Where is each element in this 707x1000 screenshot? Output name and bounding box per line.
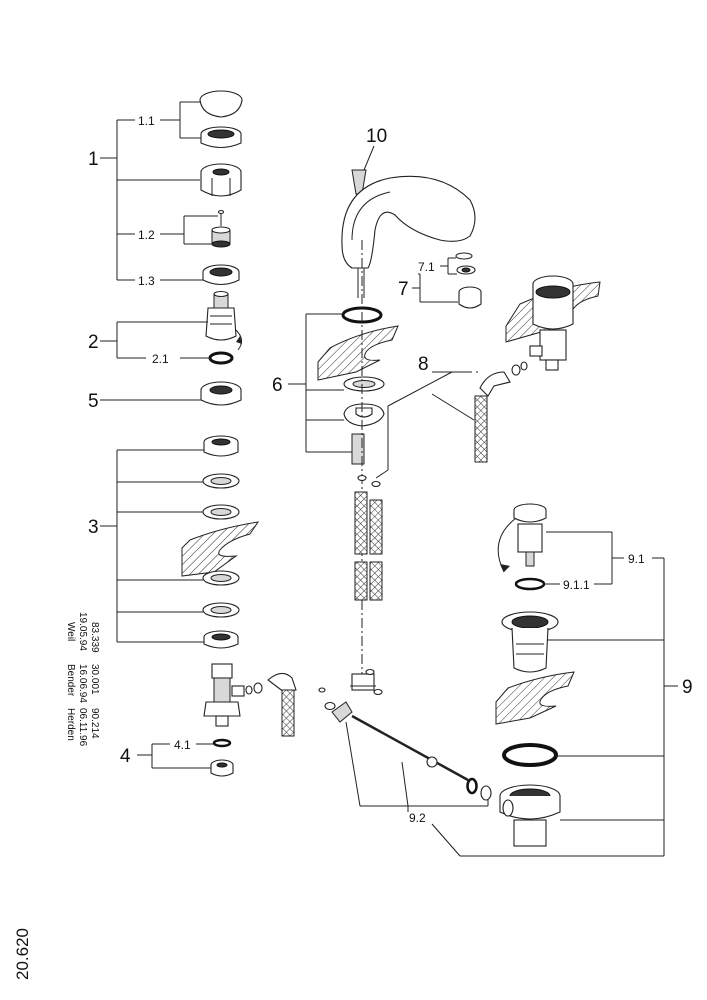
aerator-part bbox=[455, 252, 482, 309]
linkage-clamp-part bbox=[351, 668, 383, 696]
document-number: 20.620 bbox=[13, 928, 32, 980]
rev1-number: 83.339 bbox=[89, 622, 100, 653]
washer-3c-part bbox=[202, 504, 240, 520]
spout-washer-part bbox=[343, 376, 385, 392]
washer-3b-part bbox=[202, 473, 240, 489]
nut-part bbox=[202, 264, 240, 286]
callout-9-2: 9.2 bbox=[409, 811, 426, 825]
countertop-section-drain bbox=[495, 671, 575, 725]
pivot-rod-part bbox=[351, 714, 469, 782]
callout-8: 8 bbox=[418, 354, 429, 375]
sleeve-part bbox=[351, 433, 365, 465]
washer-3d-part bbox=[202, 570, 240, 586]
right-valve-assembly bbox=[474, 275, 601, 463]
pivot-nut-part bbox=[331, 701, 353, 723]
o-ring-4-1-part bbox=[212, 738, 232, 748]
rev3-date: 06.11.96 bbox=[77, 708, 88, 747]
callout-6: 6 bbox=[272, 375, 283, 396]
valve-body-part bbox=[203, 663, 245, 727]
callout-7-1: 7.1 bbox=[418, 260, 435, 274]
callout-9-1: 9.1 bbox=[628, 552, 645, 566]
countertop-section-center bbox=[317, 325, 399, 381]
ring-part bbox=[200, 126, 242, 149]
washer-3e-part bbox=[202, 602, 240, 618]
callout-1-2: 1.2 bbox=[138, 228, 155, 242]
pivot-washer-part bbox=[480, 785, 492, 801]
center-leader-lines bbox=[288, 145, 478, 479]
rev2-number: 30.001 bbox=[89, 664, 100, 695]
spout-body-part bbox=[341, 175, 476, 269]
callout-9: 9 bbox=[682, 677, 693, 698]
nut-3a-part bbox=[203, 435, 239, 457]
callout-4: 4 bbox=[120, 746, 131, 767]
nut-4-part bbox=[210, 759, 234, 777]
nut-3f-part bbox=[203, 630, 239, 649]
drain-flange-part bbox=[501, 611, 559, 673]
right-hose-part bbox=[474, 395, 488, 463]
right-handle-part bbox=[532, 275, 574, 330]
pivot-o-ring-part bbox=[466, 777, 478, 795]
drain-gasket-part bbox=[502, 743, 558, 767]
callout-1-1: 1.1 bbox=[138, 114, 155, 128]
rev3-number: 90.214 bbox=[89, 708, 100, 739]
rev1-name: Weil bbox=[65, 622, 76, 641]
popup-linkage bbox=[318, 668, 492, 812]
spout-assembly bbox=[317, 169, 482, 690]
cartridge-part bbox=[205, 290, 242, 351]
callout-1: 1 bbox=[88, 149, 99, 170]
rev2-name: Bender bbox=[65, 664, 76, 697]
revision-table: 83.339 19.05.94 Weil 30.001 16.06.94 Ben… bbox=[65, 612, 100, 747]
elbow-fitting-part bbox=[479, 371, 511, 397]
callout-10: 10 bbox=[366, 126, 387, 147]
stopper-seal-part bbox=[514, 577, 546, 591]
rev1-date: 19.05.94 bbox=[77, 612, 88, 651]
side-fitting-part bbox=[245, 672, 297, 737]
callout-4-1: 4.1 bbox=[174, 738, 191, 752]
popup-stopper-part bbox=[513, 503, 547, 567]
handle-body-part bbox=[200, 163, 242, 197]
drain-assembly bbox=[495, 503, 575, 847]
left-valve-assembly bbox=[181, 90, 297, 777]
left-leader-lines bbox=[100, 101, 218, 769]
rev3-name: Herden bbox=[65, 708, 76, 741]
cap-part bbox=[199, 90, 243, 118]
right-valve-body-part bbox=[529, 329, 567, 371]
drain-body-part bbox=[499, 784, 561, 847]
countertop-section-left bbox=[181, 521, 260, 577]
callout-labels: 1 1.1 1.2 1.3 2 2.1 5 3 4 4.1 6 7 7.1 8 … bbox=[88, 114, 693, 825]
washer-part bbox=[200, 381, 242, 406]
callout-5: 5 bbox=[88, 391, 99, 412]
callout-2-1: 2.1 bbox=[152, 352, 169, 366]
callout-1-3: 1.3 bbox=[138, 274, 155, 288]
callout-3: 3 bbox=[88, 517, 99, 538]
right-leader-lines bbox=[431, 517, 678, 857]
rev2-date: 16.06.94 bbox=[77, 664, 88, 703]
clip-part bbox=[343, 403, 385, 427]
callout-9-1-1: 9.1.1 bbox=[563, 578, 590, 592]
callout-7: 7 bbox=[398, 279, 409, 300]
o-ring-part bbox=[208, 351, 234, 365]
spout-hoses-part bbox=[354, 491, 383, 601]
callout-2: 2 bbox=[88, 332, 99, 353]
